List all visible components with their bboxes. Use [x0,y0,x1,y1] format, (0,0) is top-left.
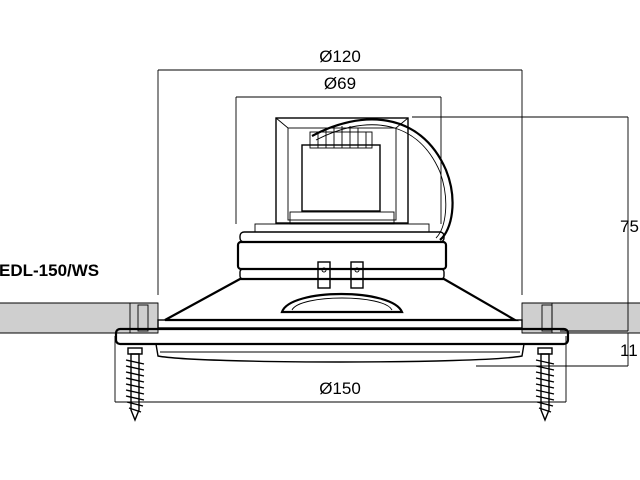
model-label: EDL-150/WS [0,261,99,280]
dimension-flange-label: 11 [620,341,638,360]
transformer-housing [275,117,409,225]
dimension-bottom-label: Ø150 [319,379,361,398]
mounting-screw-left [125,347,145,422]
speaker-magnet [236,223,448,280]
dimension-bottom-150: Ø150 [114,336,567,403]
connecting-wire [311,118,454,241]
dimension-inner-label: Ø69 [324,74,356,93]
dimension-outer-label: Ø120 [319,47,361,66]
ceiling-panel-left [0,302,159,334]
dimension-flange-11: 11 [476,333,638,367]
dimension-inner-69: Ø69 [235,74,442,224]
dimension-outer-120: Ø120 [157,47,523,295]
speaker-terminals [317,261,364,289]
mounting-screw-right [535,347,555,422]
dimension-height-75: 75 [412,116,639,332]
speaker-flange [114,319,570,363]
dimension-height-label: 75 [620,217,639,236]
speaker-cone [164,277,520,322]
